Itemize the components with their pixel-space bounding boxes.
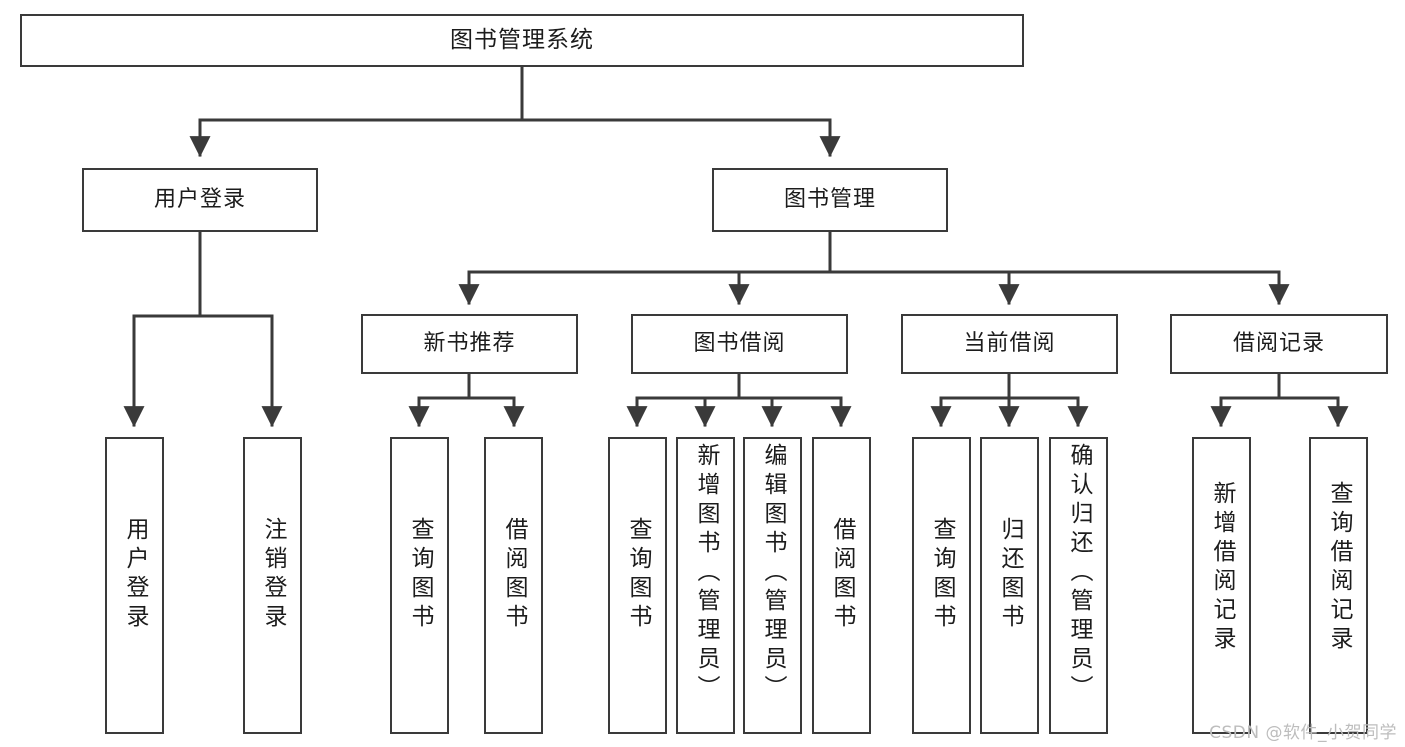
node-label: 查询借阅记录	[1326, 481, 1352, 655]
node-user-login[interactable]: 用户登录	[82, 168, 318, 232]
node-borrow-record[interactable]: 借阅记录	[1170, 314, 1388, 374]
leaf-query-book-3[interactable]: 查询图书	[912, 437, 971, 734]
node-label: 借阅图书	[829, 517, 855, 633]
node-label: 归还图书	[997, 517, 1023, 633]
node-label: 编辑图书（管理员）	[760, 443, 786, 704]
node-label: 确认归还（管理员）	[1066, 443, 1092, 704]
node-label: 图书借阅	[693, 331, 786, 357]
leaf-user-login[interactable]: 用户登录	[105, 437, 164, 734]
node-label: 当前借阅	[963, 331, 1056, 357]
node-label: 用户登录	[153, 187, 246, 213]
node-label: 新增图书（管理员）	[693, 443, 719, 704]
node-label: 注销登录	[260, 517, 286, 633]
node-label: 新书推荐	[423, 331, 516, 357]
node-book-manage[interactable]: 图书管理	[712, 168, 948, 232]
leaf-add-book[interactable]: 新增图书（管理员）	[676, 437, 735, 734]
node-root-system[interactable]: 图书管理系统	[20, 14, 1024, 67]
leaf-return-book[interactable]: 归还图书	[980, 437, 1039, 734]
node-current-borrow[interactable]: 当前借阅	[901, 314, 1118, 374]
node-book-borrow[interactable]: 图书借阅	[631, 314, 848, 374]
node-label: 查询图书	[407, 517, 433, 633]
leaf-borrow-book-2[interactable]: 借阅图书	[812, 437, 871, 734]
leaf-query-record[interactable]: 查询借阅记录	[1309, 437, 1368, 734]
node-label: 借阅记录	[1232, 331, 1325, 357]
node-label: 查询图书	[625, 517, 651, 633]
node-label: 图书管理系统	[450, 26, 594, 53]
node-label: 新增借阅记录	[1209, 481, 1235, 655]
leaf-logout[interactable]: 注销登录	[243, 437, 302, 734]
leaf-borrow-book-1[interactable]: 借阅图书	[484, 437, 543, 734]
node-label: 图书管理	[783, 187, 876, 213]
leaf-edit-book[interactable]: 编辑图书（管理员）	[743, 437, 802, 734]
leaf-confirm-return[interactable]: 确认归还（管理员）	[1049, 437, 1108, 734]
leaf-add-record[interactable]: 新增借阅记录	[1192, 437, 1251, 734]
leaf-query-book-1[interactable]: 查询图书	[390, 437, 449, 734]
node-label: 用户登录	[122, 517, 148, 633]
leaf-query-book-2[interactable]: 查询图书	[608, 437, 667, 734]
node-new-book-rec[interactable]: 新书推荐	[361, 314, 578, 374]
node-label: 借阅图书	[501, 517, 527, 633]
node-label: 查询图书	[929, 517, 955, 633]
